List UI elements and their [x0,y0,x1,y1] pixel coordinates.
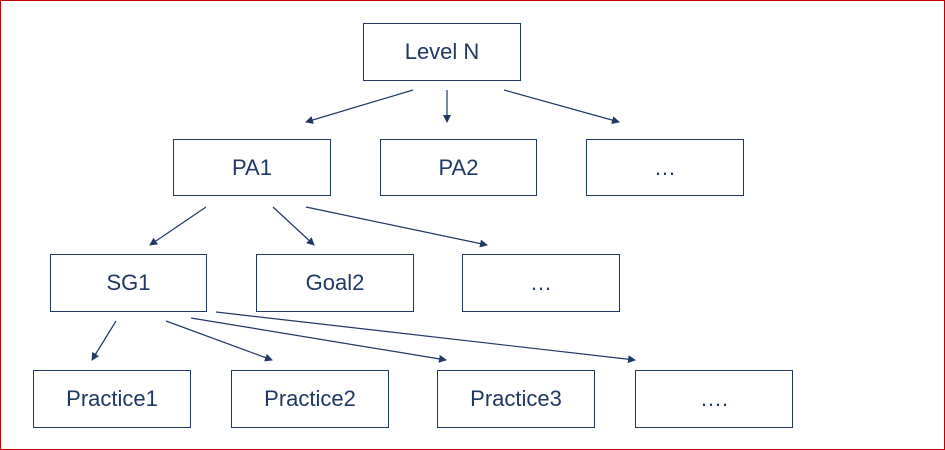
arrow-sg1-to-practice-more [215,311,636,364]
pa2-node: PA2 [380,139,537,196]
practice2-node: Practice2 [231,370,389,428]
arrow-pa1-to-goal2 [272,206,315,246]
pa1-node: PA1 [173,139,331,196]
arrow-level-to-pa-more [503,89,620,124]
arrow-sg1-to-practice2 [165,320,273,362]
arrow-pa1-to-goal-more [305,206,488,248]
goal-more-node: … [462,254,620,312]
goal2-node: Goal2 [256,254,414,312]
practice3-node: Practice3 [437,370,595,428]
arrow-sg1-to-practice3 [190,317,447,363]
practice1-node: Practice1 [33,370,191,428]
pa-more-node: … [586,139,744,196]
arrow-level-to-pa1 [305,89,414,124]
practice-more-node: …. [635,370,793,428]
arrow-sg1-to-practice1 [91,320,117,361]
level-n-node: Level N [363,23,521,81]
sg1-node: SG1 [50,254,207,312]
arrow-pa1-to-sg1 [149,206,207,246]
